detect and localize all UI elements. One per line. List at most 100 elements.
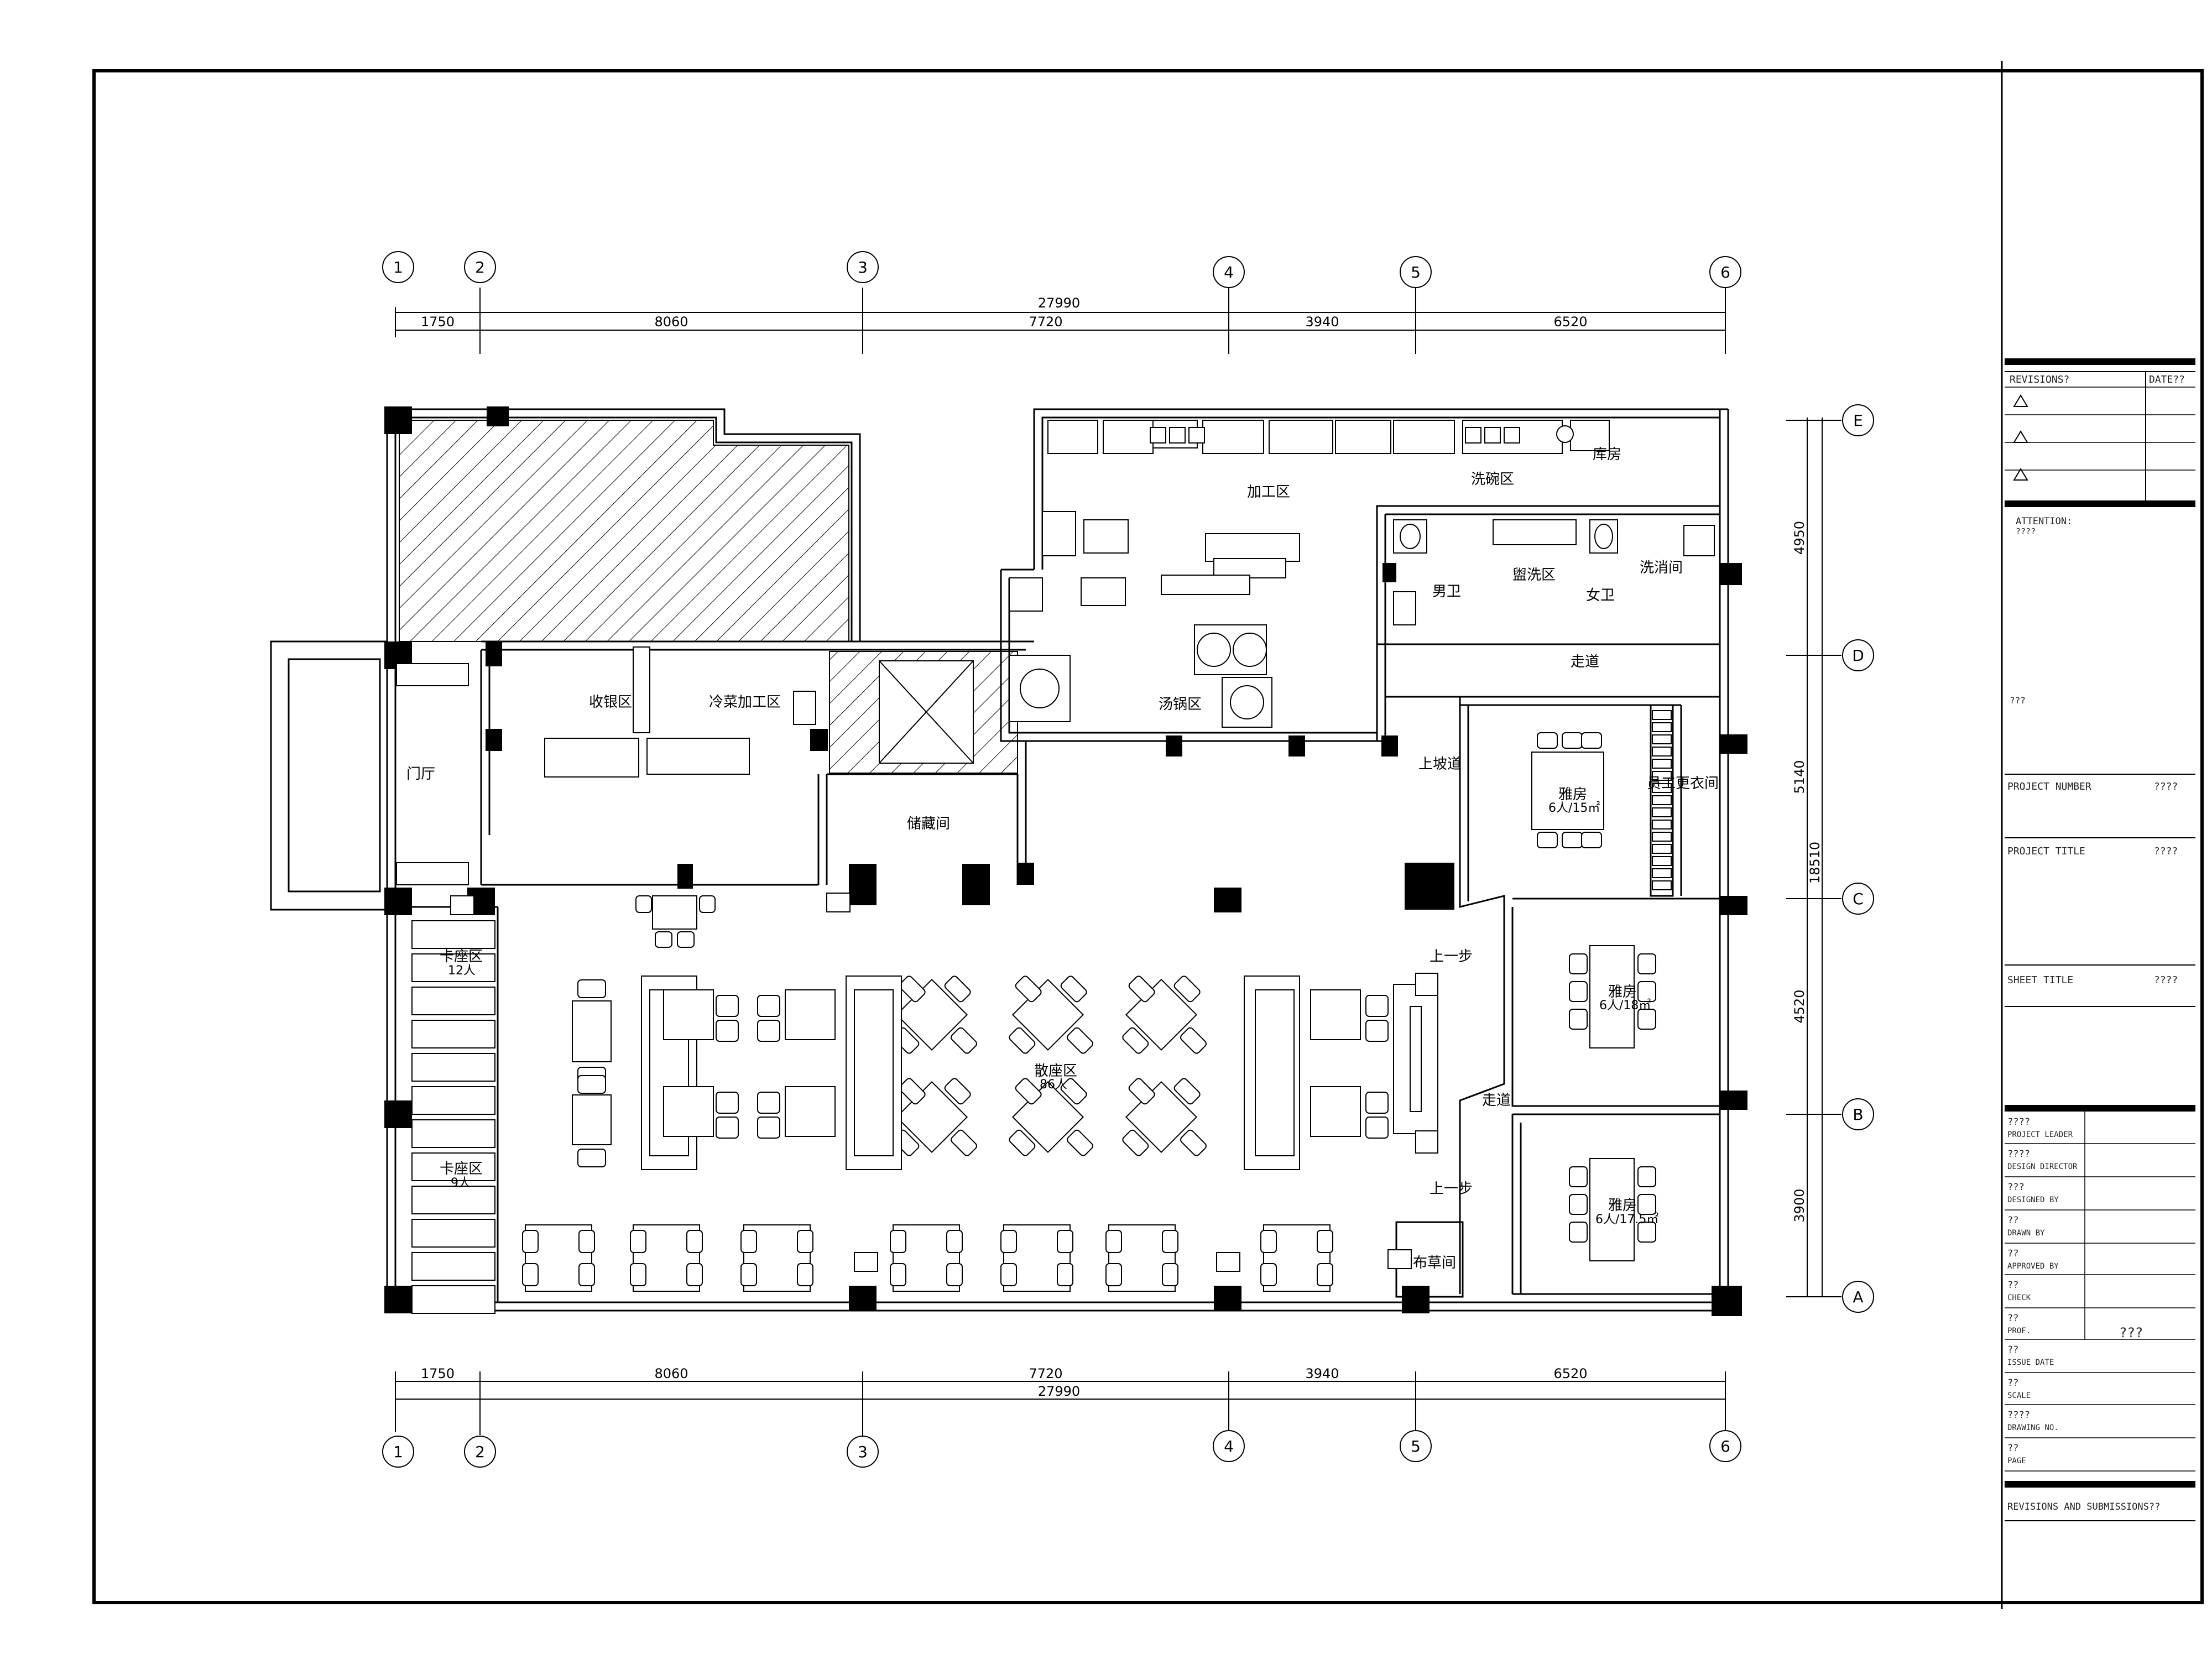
table <box>663 989 714 1040</box>
chair <box>1581 732 1602 749</box>
dim-right-segment: 4520 <box>1792 989 1807 1023</box>
dim-top-total: 27990 <box>1038 295 1080 311</box>
chair <box>635 895 652 913</box>
grid-bubble-top <box>1400 256 1432 288</box>
dim-bottom-segment: 3940 <box>1305 1366 1339 1381</box>
revision-triangle-1-icon <box>2013 394 2028 407</box>
sheet-border <box>92 69 2204 1604</box>
column <box>962 864 990 905</box>
chair <box>1057 1230 1073 1253</box>
chair <box>1180 1027 1207 1054</box>
dim-top-segment: 8060 <box>654 314 688 330</box>
column <box>849 1286 877 1311</box>
column <box>1402 1286 1430 1313</box>
structural-columns <box>384 406 1747 1316</box>
counter <box>1161 575 1250 595</box>
title-row-cn: ?? <box>2007 1215 2018 1226</box>
title-row-cn: ???? <box>2007 1410 2030 1421</box>
chair <box>1180 1129 1207 1156</box>
chair <box>740 1230 757 1253</box>
column <box>384 1100 412 1128</box>
grid-bubble-right <box>1842 1098 1874 1130</box>
dim-bottom-segment: 8060 <box>654 1366 688 1381</box>
grid-bubble-right <box>1842 883 1874 915</box>
chair <box>577 1149 606 1167</box>
grid-bubble-top <box>464 251 496 283</box>
dim-top-segment: 7720 <box>1029 314 1062 330</box>
chair <box>686 1263 703 1286</box>
label-storeroom: 库房 <box>1593 446 1621 463</box>
label-step-up-2: 上一步 <box>1430 1181 1473 1197</box>
booth-slat <box>411 920 495 949</box>
title-row-en: PROJECT LEADER <box>2007 1130 2073 1139</box>
dim-right-total: 18510 <box>1807 842 1823 884</box>
chair <box>1581 832 1602 848</box>
chair <box>677 931 695 948</box>
chair <box>944 1078 971 1105</box>
chair <box>899 975 926 1003</box>
grid-label-6: 6 <box>1720 263 1730 281</box>
prof-value: ??? <box>2119 1325 2143 1340</box>
locker-slat <box>1652 783 1672 793</box>
table <box>572 1094 612 1145</box>
chair <box>1637 1009 1656 1030</box>
label-men-wc: 男卫 <box>1432 583 1461 600</box>
column <box>1214 1286 1241 1311</box>
dim-top-segment: 6520 <box>1553 314 1587 330</box>
column <box>1720 734 1747 754</box>
label-open-seat-count: 86人 <box>1040 1078 1067 1092</box>
column <box>1712 1286 1742 1316</box>
chair <box>1067 1129 1093 1156</box>
chair <box>797 1263 813 1286</box>
grid-label-1: 1 <box>393 258 403 276</box>
title-block-rows: ????PROJECT LEADER????DESIGN DIRECTOR???… <box>2007 1117 2078 1465</box>
attention-note: ???? <box>2016 526 2036 536</box>
revision-triangle-3-icon <box>2013 468 2028 481</box>
chair <box>946 1230 963 1253</box>
chair <box>757 1092 780 1114</box>
chair <box>1637 1166 1656 1187</box>
door-mat <box>396 663 469 686</box>
table <box>1310 1086 1361 1137</box>
vanity <box>1493 519 1577 545</box>
grid-bubble-bottom <box>847 1436 879 1468</box>
column <box>1720 1091 1747 1110</box>
diamond-table-set <box>1009 1078 1093 1156</box>
grid-bubble-top <box>382 251 414 283</box>
table <box>1310 989 1361 1040</box>
chair <box>946 1263 963 1286</box>
chair <box>1122 1129 1149 1156</box>
title-row-cn: ?? <box>2007 1344 2018 1355</box>
title-row-en: CHECK <box>2007 1293 2031 1302</box>
grid-label-A: A <box>1853 1288 1863 1306</box>
table <box>785 1086 836 1137</box>
chair <box>1562 732 1583 749</box>
booth-bench-inner <box>1255 989 1295 1156</box>
label-step-up-1: 上一步 <box>1430 948 1473 965</box>
column <box>1720 896 1747 915</box>
chair <box>699 895 716 913</box>
label-soup-pot: 汤锅区 <box>1159 696 1202 713</box>
chair <box>686 1230 703 1253</box>
chair <box>740 1263 757 1286</box>
dim-right-segment: 5140 <box>1792 760 1807 794</box>
chair <box>1122 1027 1149 1054</box>
chair <box>1637 1194 1656 1215</box>
grid-label-4: 4 <box>1224 1437 1234 1455</box>
title-row-en: PROF. <box>2007 1327 2031 1335</box>
label-cold-dish: 冷菜加工区 <box>709 694 781 711</box>
panel-cap <box>1415 1130 1438 1154</box>
booth-slat <box>411 1152 495 1181</box>
table <box>663 1086 714 1137</box>
column <box>1720 563 1742 585</box>
equipment <box>1081 577 1126 606</box>
burner <box>1150 427 1166 444</box>
burner <box>1169 427 1186 444</box>
booth-slat <box>411 1086 495 1115</box>
title-row-cn: ?? <box>2007 1443 2018 1454</box>
title-row-en: DRAWN BY <box>2007 1229 2045 1238</box>
column <box>486 641 502 666</box>
column <box>1381 735 1398 757</box>
chair <box>1015 975 1042 1003</box>
grid-bubble-bottom <box>382 1436 414 1468</box>
